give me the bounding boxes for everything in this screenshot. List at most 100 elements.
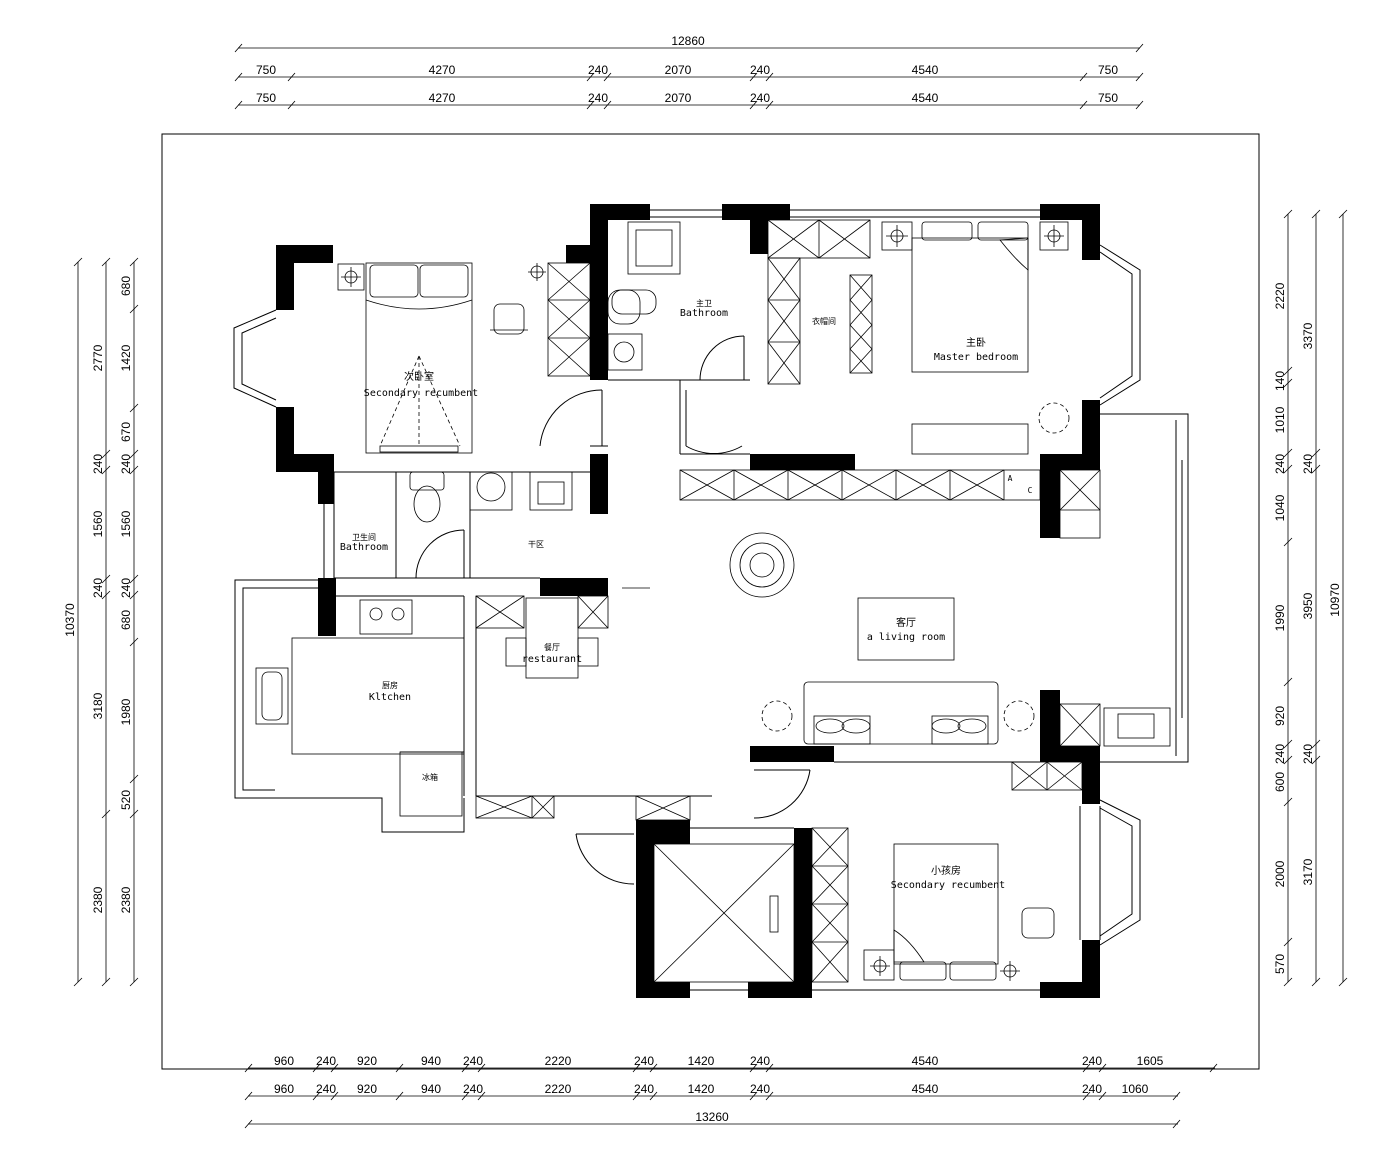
dim-bot-a8: 1420 [688, 1054, 715, 1068]
dim-right-i1: 2220 [1273, 282, 1287, 309]
dim-left-i10: 2380 [119, 886, 133, 913]
dim-bot-b11: 240 [1082, 1082, 1102, 1096]
kitchen-en: Kltchen [369, 692, 411, 703]
dim-top-a4: 2070 [665, 63, 692, 77]
dim-left-i6: 240 [119, 578, 133, 598]
dim-left-total: 10370 [63, 603, 77, 637]
dim-right-m2: 240 [1301, 454, 1315, 474]
dim-top-b6: 4540 [912, 91, 939, 105]
walls [276, 204, 1100, 998]
dim-left-i8: 1980 [119, 698, 133, 725]
dim-right-i8: 240 [1273, 744, 1287, 764]
dim-right-m3: 3950 [1301, 592, 1315, 619]
dim-top-a5: 240 [750, 63, 770, 77]
dim-left-i5: 1560 [119, 510, 133, 537]
bathroom-cn: 卫生间 [352, 532, 376, 542]
walk-in-closet-cn: 衣帽间 [812, 316, 836, 326]
doors [415, 335, 811, 885]
secondary-bedroom-cn: 次卧室 [404, 370, 434, 383]
cabinet-mark-c: C [1028, 486, 1033, 495]
secondary-bed [365, 262, 473, 454]
dim-right-m5: 3170 [1301, 858, 1315, 885]
furniture [255, 221, 1171, 981]
dim-right-i5: 1040 [1273, 494, 1287, 521]
cabinets [475, 219, 1101, 983]
dim-top-b7: 750 [1098, 91, 1118, 105]
dim-bot-b7: 240 [634, 1082, 654, 1096]
fridge-cn: 冰箱 [422, 772, 438, 782]
dim-top-b5: 240 [750, 91, 770, 105]
dim-left-i3: 670 [119, 422, 133, 442]
dim-bot-b3: 920 [357, 1082, 377, 1096]
dim-right-i9: 600 [1273, 772, 1287, 792]
left-dimensions: 10370 2770 240 1560 240 3180 2380 680 14… [63, 257, 139, 987]
room-labels: 次卧室 Secondary recumbent 主卫 Bathroom 衣帽间 … [340, 298, 1033, 891]
dim-right-i2: 140 [1273, 371, 1287, 391]
dining-cn: 餐厅 [544, 643, 560, 652]
dim-top-a6: 4540 [912, 63, 939, 77]
dim-bot-b12: 1060 [1122, 1082, 1149, 1096]
kids-bed [893, 843, 999, 965]
dim-right-i6: 1990 [1273, 604, 1287, 631]
dim-top-b2: 4270 [429, 91, 456, 105]
bottom-dimensions: 960 240 920 940 240 2220 240 1420 240 45… [244, 1054, 1218, 1129]
outlines [233, 209, 1189, 991]
dim-right-i3: 1010 [1273, 406, 1287, 433]
dim-bot-a4: 940 [421, 1054, 441, 1068]
dim-left-m4: 240 [91, 578, 105, 598]
secondary-bedroom-en: Secondary recumbent [364, 388, 478, 399]
cabinet-mark-a: A [1008, 474, 1013, 483]
lamp-icons [337, 221, 1069, 981]
dining-en: restaurant [522, 654, 582, 665]
dim-top-b4: 2070 [665, 91, 692, 105]
master-bedroom-en: Master bedroom [934, 352, 1018, 363]
dim-bot-a1: 960 [274, 1054, 294, 1068]
dim-bot-total: 13260 [695, 1110, 729, 1124]
kids-room-cn: 小孩房 [931, 864, 961, 877]
dim-left-m3: 1560 [91, 510, 105, 537]
dim-top-a2: 4270 [429, 63, 456, 77]
dim-top-b3: 240 [588, 91, 608, 105]
dim-bot-a12: 1605 [1137, 1054, 1164, 1068]
dim-right-m4: 240 [1301, 744, 1315, 764]
dim-bot-a2: 240 [316, 1054, 336, 1068]
top-dimensions: 12860 750 4270 240 2070 240 4540 750 750… [234, 34, 1144, 110]
kitchen-cn: 厨房 [382, 680, 398, 690]
dim-left-m1: 2770 [91, 344, 105, 371]
kids-room-en: Secondary recumbent [891, 880, 1005, 891]
living-room-cn: 客厅 [896, 616, 916, 629]
dim-left-i7: 680 [119, 610, 133, 630]
dim-right-i10: 2000 [1273, 860, 1287, 887]
dim-left-i2: 1420 [119, 344, 133, 371]
master-bed [911, 237, 1029, 373]
dim-left-i4: 240 [119, 454, 133, 474]
dim-right-i4: 240 [1273, 454, 1287, 474]
dim-bot-a11: 240 [1082, 1054, 1102, 1068]
bathroom-en: Bathroom [340, 542, 388, 553]
dim-right-m1: 3370 [1301, 322, 1315, 349]
dim-bot-b5: 240 [463, 1082, 483, 1096]
dim-top-total: 12860 [671, 34, 705, 48]
dim-left-m6: 2380 [91, 886, 105, 913]
master-bath-en: Bathroom [680, 308, 728, 319]
drawing-frame [161, 133, 1260, 1070]
dim-left-i1: 680 [119, 276, 133, 296]
dim-left-m2: 240 [91, 454, 105, 474]
dim-bot-b4: 940 [421, 1082, 441, 1096]
master-bedroom-cn: 主卧 [966, 336, 986, 349]
right-dimensions: 2220 140 1010 240 1040 1990 920 240 600 … [1273, 209, 1348, 987]
dim-right-total: 10970 [1328, 583, 1342, 617]
dim-bot-a7: 240 [634, 1054, 654, 1068]
dim-left-i9: 520 [119, 790, 133, 810]
dim-top-a7: 750 [1098, 63, 1118, 77]
dim-right-i7: 920 [1273, 706, 1287, 726]
dim-bot-b1: 960 [274, 1082, 294, 1096]
dry-area-cn: 干区 [528, 540, 544, 549]
dim-bot-b2: 240 [316, 1082, 336, 1096]
dim-top-a1: 750 [256, 63, 276, 77]
dim-bot-a9: 240 [750, 1054, 770, 1068]
dim-bot-a6: 2220 [545, 1054, 572, 1068]
master-bath-cn: 主卫 [696, 298, 712, 308]
dim-bot-b9: 240 [750, 1082, 770, 1096]
